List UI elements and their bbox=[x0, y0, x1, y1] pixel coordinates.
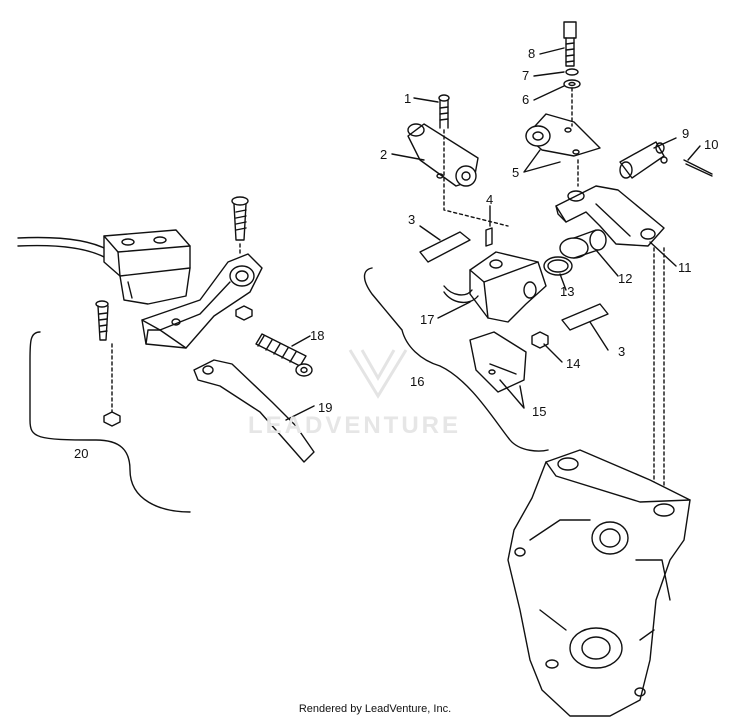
piston-12 bbox=[559, 229, 607, 259]
bolt-8 bbox=[563, 21, 577, 67]
lock-washer-7 bbox=[565, 68, 579, 76]
callout-4: 4 bbox=[486, 192, 493, 207]
caliper-bracket-11 bbox=[555, 185, 665, 247]
brake-lever bbox=[193, 359, 315, 463]
callout-11: 11 bbox=[678, 260, 692, 275]
callout-18: 18 bbox=[310, 328, 324, 343]
callout-8: 8 bbox=[528, 46, 535, 61]
spring-17 bbox=[443, 285, 479, 303]
cotter-pin-10 bbox=[683, 159, 713, 177]
caliper-body bbox=[469, 251, 547, 323]
clamp-bracket bbox=[141, 253, 263, 349]
callout-19: 19 bbox=[318, 400, 332, 415]
pivot-screw bbox=[255, 333, 313, 377]
callout-12: 12 bbox=[618, 271, 632, 286]
callout-13: 13 bbox=[560, 284, 574, 299]
shim-3-lower bbox=[561, 303, 609, 331]
shim-3-upper bbox=[419, 231, 471, 263]
seal-13 bbox=[543, 256, 573, 276]
callout-7: 7 bbox=[522, 68, 529, 83]
bolt-1 bbox=[438, 94, 450, 129]
lever-nut bbox=[103, 411, 121, 427]
callout-6: 6 bbox=[522, 92, 529, 107]
callout-1: 1 bbox=[404, 91, 411, 106]
nut-14 bbox=[531, 331, 549, 349]
kit-bracket-16 bbox=[363, 267, 549, 452]
brake-pads-15 bbox=[469, 331, 527, 393]
callout-2: 2 bbox=[380, 147, 387, 162]
master-cylinder bbox=[103, 229, 191, 305]
mount-plate-5 bbox=[525, 113, 601, 157]
watermark-text: LEADVENTURE bbox=[248, 412, 462, 439]
footer-credit: Rendered by LeadVenture, Inc. bbox=[298, 703, 452, 715]
brake-hose bbox=[17, 236, 109, 251]
callout-15: 15 bbox=[532, 404, 546, 419]
callout-16: 16 bbox=[410, 374, 424, 389]
callout-3-upper: 3 bbox=[408, 212, 415, 227]
callout-5: 5 bbox=[512, 165, 519, 180]
washer-6 bbox=[563, 79, 581, 89]
sleeve-2 bbox=[407, 123, 479, 187]
callout-20: 20 bbox=[74, 446, 88, 461]
small-screw bbox=[95, 300, 109, 341]
callout-17: 17 bbox=[420, 312, 434, 327]
chaincase-housing bbox=[507, 449, 691, 717]
kit-bracket-20 bbox=[29, 331, 191, 513]
callout-10: 10 bbox=[704, 137, 718, 152]
clamp-nut bbox=[235, 305, 253, 321]
bleed-screw-4 bbox=[485, 227, 493, 247]
callout-14: 14 bbox=[566, 356, 580, 371]
callout-3-lower: 3 bbox=[618, 344, 625, 359]
pin-9 bbox=[619, 141, 668, 179]
callout-9: 9 bbox=[682, 126, 689, 141]
watermark-logo bbox=[348, 349, 408, 399]
mounting-bolt bbox=[231, 196, 249, 241]
